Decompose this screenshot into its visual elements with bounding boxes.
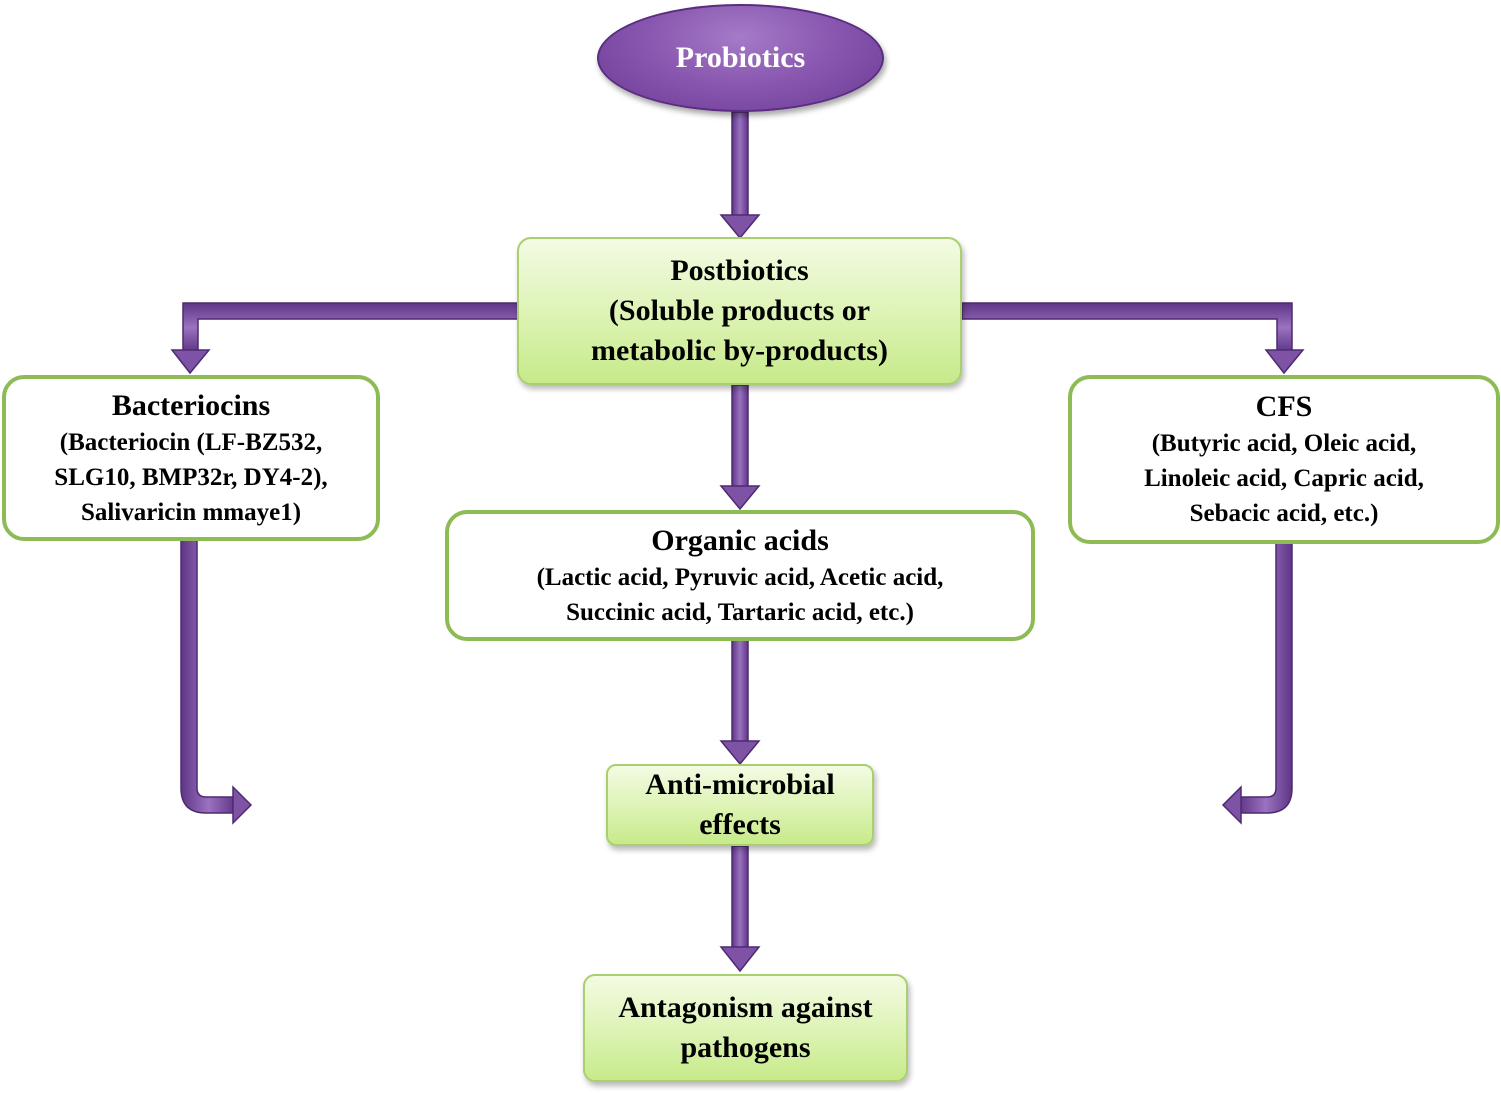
node-organic-acids-title: Organic acids xyxy=(651,523,829,557)
node-organic-acids-line-1: (Lactic acid, Pyruvic acid, Acetic acid, xyxy=(536,563,944,591)
node-cfs-title: CFS xyxy=(1255,390,1313,423)
node-antimicrobial-line-2: effects xyxy=(699,808,781,841)
arrow-postbiotics-to-cfs xyxy=(961,302,1305,375)
node-probiotics-label: Probiotics xyxy=(675,41,806,74)
node-bacteriocins-title: Bacteriocins xyxy=(111,388,271,422)
arrow-postbiotics-to-bacteriocins xyxy=(170,302,519,375)
node-cfs: CFS (Butyric acid, Oleic acid, Linoleic … xyxy=(1068,375,1500,544)
node-bacteriocins-line-2: SLG10, BMP32r, DY4-2), xyxy=(54,463,328,491)
node-postbiotics-line-2: metabolic by-products) xyxy=(591,334,888,367)
node-antagonism: Antagonism against pathogens xyxy=(583,974,908,1082)
node-postbiotics-title: Postbiotics xyxy=(670,254,809,287)
arrow-antimicrobial-to-antagonism xyxy=(719,845,761,973)
node-bacteriocins-line-3: Salivaricin mmaye1) xyxy=(80,498,302,526)
node-organic-acids-line-2: Succinic acid, Tartaric acid, etc.) xyxy=(566,598,914,626)
node-bacteriocins: Bacteriocins (Bacteriocin (LF-BZ532, SLG… xyxy=(2,375,380,541)
node-organic-acids: Organic acids (Lactic acid, Pyruvic acid… xyxy=(445,510,1035,641)
node-bacteriocins-line-1: (Bacteriocin (LF-BZ532, xyxy=(59,428,323,456)
node-cfs-line-1: (Butyric acid, Oleic acid, xyxy=(1151,430,1417,457)
node-postbiotics-line-1: (Soluble products or xyxy=(608,294,871,327)
node-antimicrobial-effects: Anti-microbial effects xyxy=(606,764,874,846)
arrow-bacteriocins-to-antimicrobial xyxy=(180,539,253,825)
node-antagonism-line-1: Antagonism against xyxy=(618,991,873,1024)
node-cfs-line-3: Sebacic acid, etc.) xyxy=(1189,500,1379,527)
node-postbiotics: Postbiotics (Soluble products or metabol… xyxy=(517,237,962,385)
node-antimicrobial-line-1: Anti-microbial xyxy=(645,768,835,801)
node-probiotics: Probiotics xyxy=(597,4,884,112)
node-antagonism-line-2: pathogens xyxy=(680,1031,811,1064)
arrow-organic-acids-to-antimicrobial xyxy=(719,639,761,766)
arrow-probiotics-to-postbiotics xyxy=(719,111,761,240)
node-cfs-line-2: Linoleic acid, Capric acid, xyxy=(1144,465,1424,492)
arrow-postbiotics-to-organic-acids xyxy=(719,384,761,511)
arrow-cfs-to-antimicrobial xyxy=(1221,541,1293,825)
